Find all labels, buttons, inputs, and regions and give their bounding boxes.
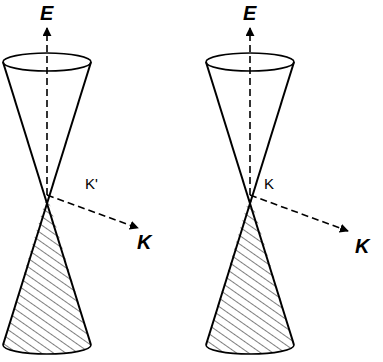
axis-label: K: [136, 232, 152, 252]
cone-left: [0, 28, 138, 360]
axis-label: K: [354, 236, 370, 256]
point-label: K: [263, 176, 275, 191]
axis-label: E: [242, 3, 257, 23]
point-label: K': [84, 176, 99, 191]
cone-right: [200, 28, 348, 360]
axis-label: E: [39, 3, 54, 23]
